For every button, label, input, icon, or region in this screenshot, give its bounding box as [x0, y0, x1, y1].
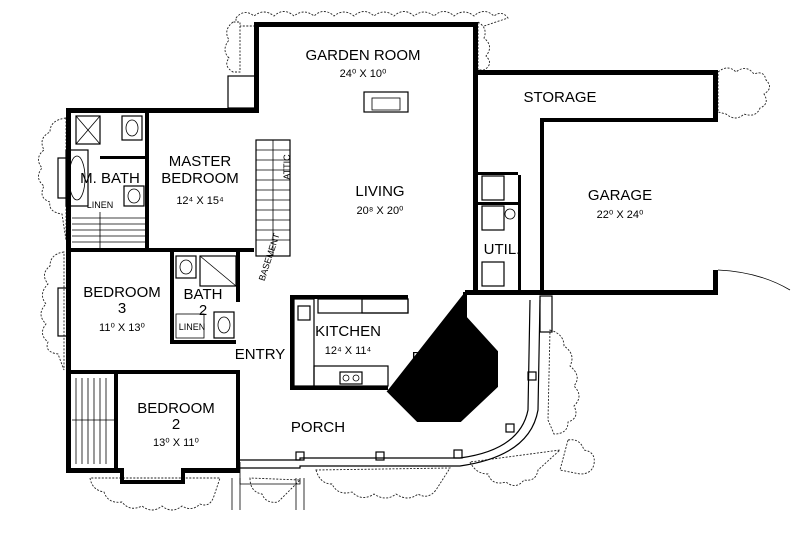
fireplace: [363, 91, 409, 113]
attic-label: ATTIC: [282, 154, 292, 180]
master-bedroom-dims: 12⁴ X 15⁴: [176, 195, 224, 207]
master-bedroom-label-2: BEDROOM: [161, 170, 239, 187]
entry-label: ENTRY: [235, 346, 286, 363]
dining-dims: 12⁰ X 12⁰: [415, 372, 462, 384]
driveway: [717, 269, 791, 291]
windows: [57, 75, 257, 337]
dining-bay: [386, 292, 498, 422]
bedroom-2-dims: 13⁰ X 11⁰: [153, 437, 200, 449]
bedroom-3-dims: 11⁰ X 13⁰: [99, 322, 146, 334]
bath-2-fixtures: [175, 255, 237, 339]
stairs: [255, 139, 291, 257]
master-linen-label: LINEN: [87, 200, 114, 210]
interior-walls: [66, 108, 521, 472]
garage-label: GARAGE: [588, 187, 652, 204]
bath-2-label-1: BATH: [184, 286, 223, 303]
closets: [72, 378, 114, 464]
living-dims: 20⁸ X 20⁰: [357, 205, 405, 217]
room-labels: GARDEN ROOM 24⁰ X 10⁰ STORAGE MASTER BED…: [80, 47, 652, 449]
bedroom-2-label-2: 2: [172, 416, 180, 433]
exterior-walls: [66, 22, 718, 484]
living-label: LIVING: [355, 183, 404, 200]
master-bedroom-label-1: MASTER: [169, 153, 232, 170]
kitchen-counters: [293, 298, 409, 387]
storage-label: STORAGE: [523, 89, 596, 106]
landscaping-shrubs: [38, 11, 770, 511]
utility-fixtures: [481, 175, 516, 287]
bedroom-3-label-2: 3: [118, 300, 126, 317]
kitchen-label: KITCHEN: [315, 323, 381, 340]
bath-2-linen-label: LINEN: [179, 322, 206, 332]
garden-room-dims: 24⁰ X 10⁰: [340, 68, 387, 80]
basement-label: BASEMENT: [257, 232, 282, 283]
porch-label: PORCH: [291, 419, 345, 436]
bedroom-3-label-1: BEDROOM: [83, 284, 161, 301]
master-bath-label: M. BATH: [80, 170, 140, 187]
bath-2-label-2: 2: [199, 302, 207, 319]
garden-room-label: GARDEN ROOM: [305, 47, 420, 64]
kitchen-dims: 12⁴ X 11⁴: [325, 345, 372, 357]
porch-outline: [231, 295, 553, 510]
master-bath-fixtures: [65, 115, 145, 248]
util-label: UTIL.: [484, 241, 521, 258]
dining-label: DINING: [412, 349, 465, 366]
bedroom-2-label-1: BEDROOM: [137, 400, 215, 417]
garage-dims: 22⁰ X 24⁰: [597, 209, 644, 221]
